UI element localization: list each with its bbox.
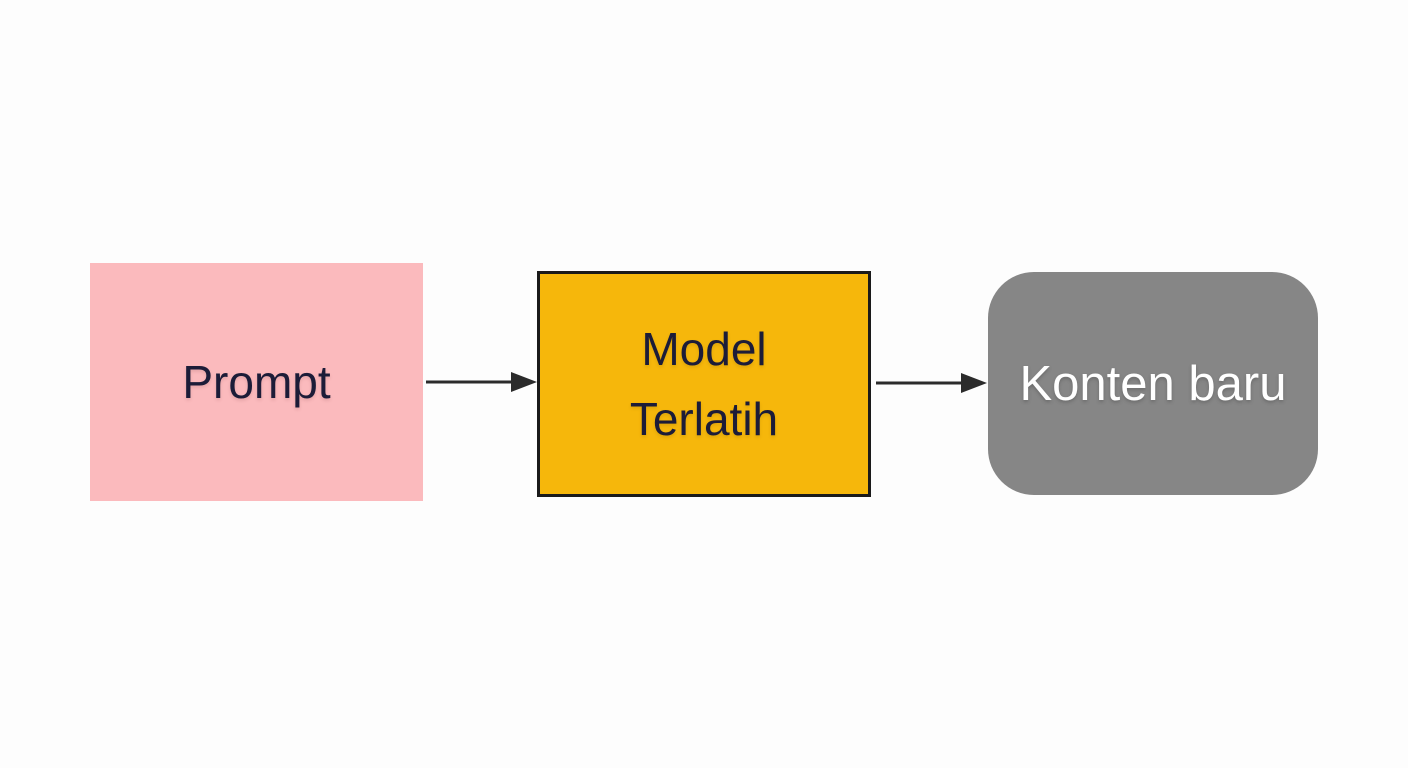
node-konten-baru: Konten baru: [988, 272, 1318, 495]
arrow-model-to-konten-icon: [876, 373, 987, 393]
node-model-terlatih: Model Terlatih: [537, 271, 871, 497]
node-prompt-label: Prompt: [182, 356, 331, 408]
node-model-terlatih-label: Model Terlatih: [630, 314, 778, 454]
arrow-prompt-to-model-icon: [426, 372, 537, 392]
node-konten-baru-label: Konten baru: [1019, 356, 1287, 411]
node-model-terlatih-label-line2: Terlatih: [629, 393, 779, 445]
node-model-terlatih-label-line1: Model: [641, 323, 767, 375]
node-prompt: Prompt: [90, 263, 423, 501]
